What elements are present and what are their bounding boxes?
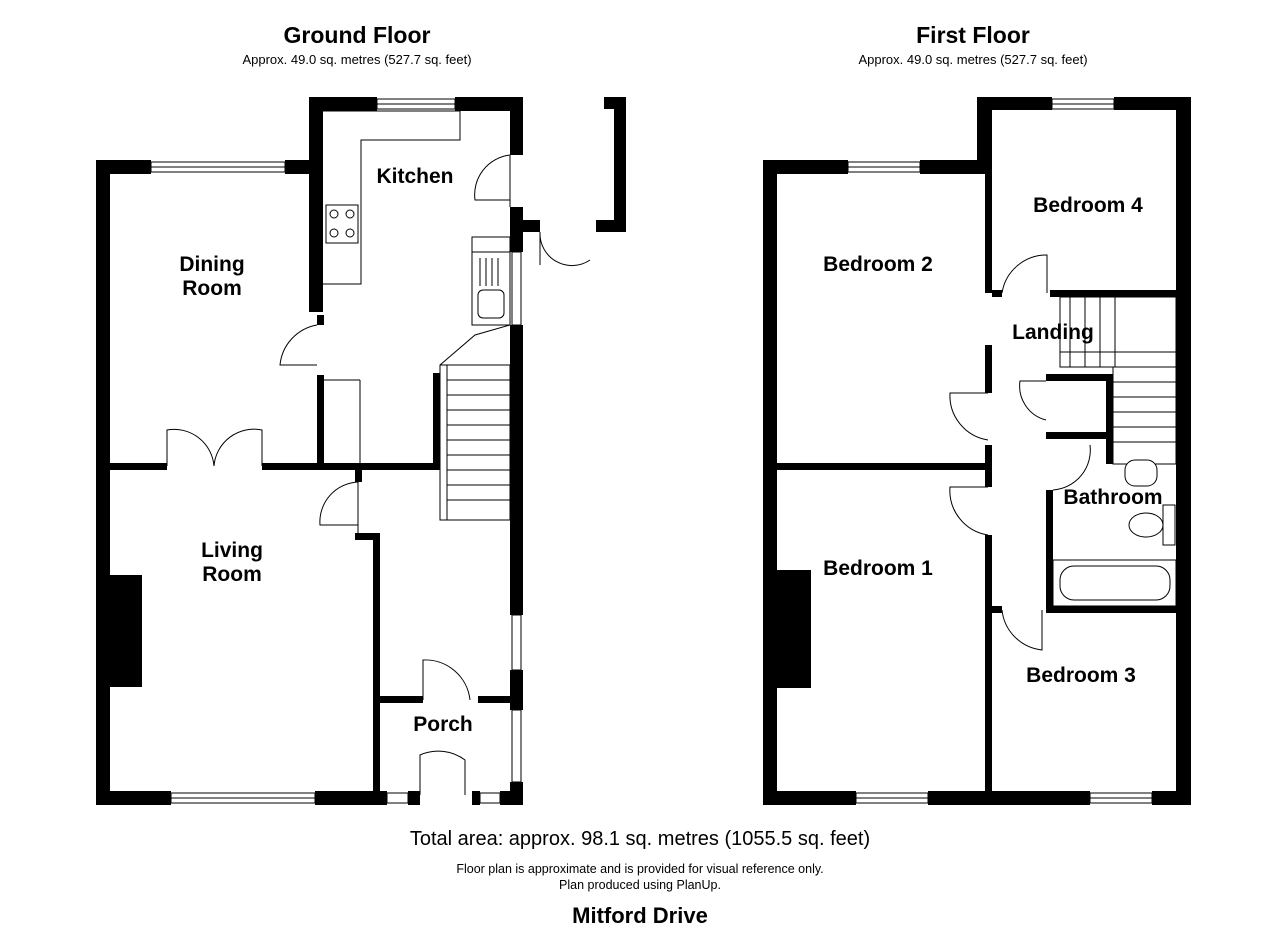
- wall: [920, 160, 990, 174]
- bedroom-2-label: Bedroom 2: [823, 253, 933, 276]
- ground-floor-area: Approx. 49.0 sq. metres (527.7 sq. feet): [242, 52, 472, 67]
- wall: [510, 325, 523, 615]
- wall: [433, 373, 440, 470]
- staircase: [439, 364, 511, 521]
- wall: [309, 97, 377, 111]
- sink: [477, 289, 505, 319]
- wall: [315, 791, 387, 805]
- wall: [928, 791, 1090, 805]
- window: [479, 792, 501, 804]
- chimney-breast: [777, 570, 811, 688]
- window: [511, 614, 522, 671]
- wall: [355, 470, 362, 482]
- toilet-cistern: [1162, 504, 1176, 546]
- wall: [373, 696, 423, 703]
- bedroom-3-label: Bedroom 3: [1026, 664, 1136, 687]
- landing-label: Landing: [1012, 321, 1094, 344]
- dining-room-label-line1: Dining: [179, 253, 244, 276]
- wall: [1176, 97, 1191, 805]
- wall: [317, 375, 324, 465]
- wall: [510, 220, 540, 232]
- first-floor-plan: [763, 97, 1191, 805]
- first-floor-area: Approx. 49.0 sq. metres (527.7 sq. feet): [858, 52, 1088, 67]
- wall: [355, 533, 380, 540]
- wall: [977, 97, 1052, 110]
- first-floor-fixtures: [847, 98, 1177, 804]
- window: [511, 251, 522, 326]
- wall: [596, 220, 626, 232]
- basin: [1124, 459, 1158, 487]
- produced-by: Plan produced using PlanUp.: [559, 878, 721, 892]
- kitchen-label: Kitchen: [376, 165, 453, 188]
- ground-floor-plan: [96, 97, 626, 805]
- wall: [985, 535, 992, 795]
- staircase: [1059, 296, 1177, 368]
- wall: [317, 315, 324, 325]
- wall: [992, 290, 1002, 297]
- wall: [1106, 374, 1113, 464]
- staircase: [1112, 366, 1177, 465]
- dining-room-label-line2: Room: [182, 277, 242, 300]
- wall: [1152, 791, 1191, 805]
- property-name: Mitford Drive: [572, 903, 708, 928]
- window: [511, 709, 522, 783]
- wall: [373, 533, 380, 803]
- wall: [510, 670, 523, 710]
- wall: [1046, 490, 1053, 610]
- toilet: [1128, 512, 1164, 538]
- wall: [96, 160, 110, 805]
- wall: [472, 791, 480, 805]
- wall: [1114, 97, 1191, 110]
- ground-floor-fixtures: [150, 98, 522, 804]
- total-area: Total area: approx. 98.1 sq. metres (105…: [409, 828, 871, 850]
- wall: [985, 445, 992, 487]
- wall: [96, 791, 171, 805]
- ground-floor-doors: [166, 154, 591, 795]
- porch-label: Porch: [413, 713, 473, 736]
- wall: [992, 606, 1002, 613]
- wall: [614, 97, 626, 232]
- wall: [985, 345, 992, 393]
- wall: [763, 791, 856, 805]
- wall: [478, 696, 518, 703]
- wall: [262, 463, 440, 470]
- wall: [309, 97, 323, 312]
- wall: [1046, 432, 1113, 439]
- worktop: [323, 110, 461, 285]
- wall: [1046, 606, 1176, 613]
- window: [386, 792, 409, 804]
- living-room-label-line2: Room: [202, 563, 262, 586]
- wall: [455, 97, 523, 111]
- worktop: [471, 236, 511, 253]
- wall: [985, 110, 992, 293]
- living-room-label-line1: Living: [201, 539, 263, 562]
- disclaimer: Floor plan is approximate and is provide…: [456, 862, 824, 876]
- ground-floor-title: Ground Floor: [283, 22, 431, 48]
- wall: [96, 160, 151, 174]
- wall: [500, 791, 523, 805]
- first-floor-doors: [949, 254, 1091, 651]
- bedroom-1-label: Bedroom 1: [823, 557, 933, 580]
- wall: [1046, 374, 1113, 381]
- wall: [763, 160, 848, 174]
- hob: [325, 204, 359, 244]
- wall: [510, 97, 523, 155]
- wall: [777, 463, 987, 470]
- first-floor-title: First Floor: [916, 22, 1030, 48]
- wall: [763, 160, 777, 805]
- bedroom-4-label: Bedroom 4: [1033, 194, 1143, 217]
- wall: [1050, 290, 1176, 297]
- wall: [408, 791, 420, 805]
- chimney-breast: [110, 575, 142, 687]
- bathroom-label: Bathroom: [1063, 486, 1162, 509]
- wall: [110, 463, 167, 470]
